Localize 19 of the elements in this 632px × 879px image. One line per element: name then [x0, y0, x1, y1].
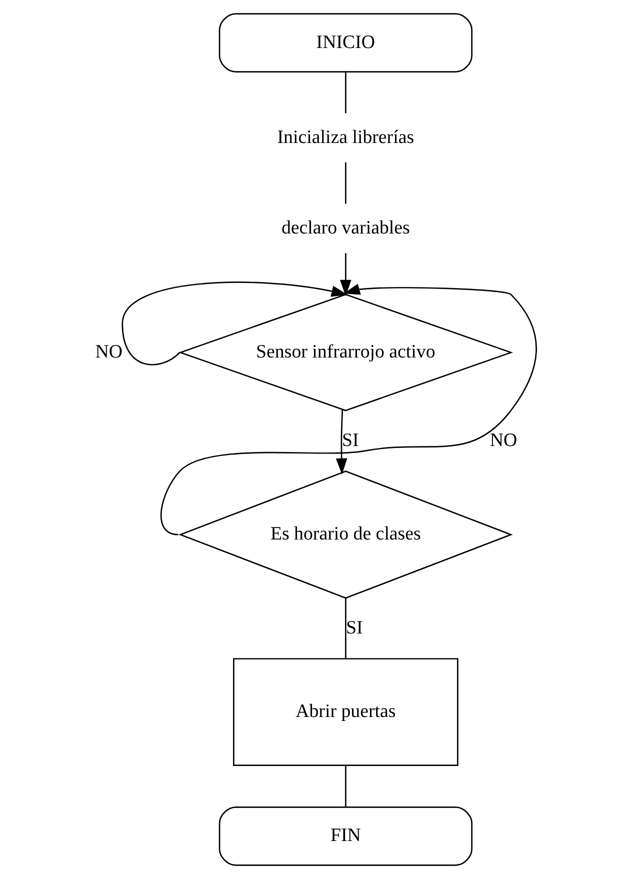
arrow: [122, 282, 348, 366]
connector: [345, 598, 346, 659]
node-box: FIN: [218, 806, 472, 866]
edge-label: SI: [342, 430, 359, 451]
arrow: [160, 284, 537, 536]
connector: [345, 766, 346, 807]
arrow: [336, 410, 348, 475]
arrow: [340, 253, 352, 296]
connector: [345, 162, 346, 204]
node-box: INICIO: [218, 13, 472, 73]
node-text: Inicializa librerías: [277, 126, 414, 148]
edge-label: SI: [346, 617, 363, 638]
node-diamond: Sensor infrarrojo activo: [178, 294, 513, 412]
edge-label: NO: [490, 430, 518, 451]
node-box: Abrir puertas: [233, 658, 458, 766]
connector: [345, 72, 346, 114]
node-text: declaro variables: [281, 217, 410, 238]
edge-label: NO: [95, 341, 123, 362]
node-diamond: Es horario de clases: [178, 470, 513, 599]
